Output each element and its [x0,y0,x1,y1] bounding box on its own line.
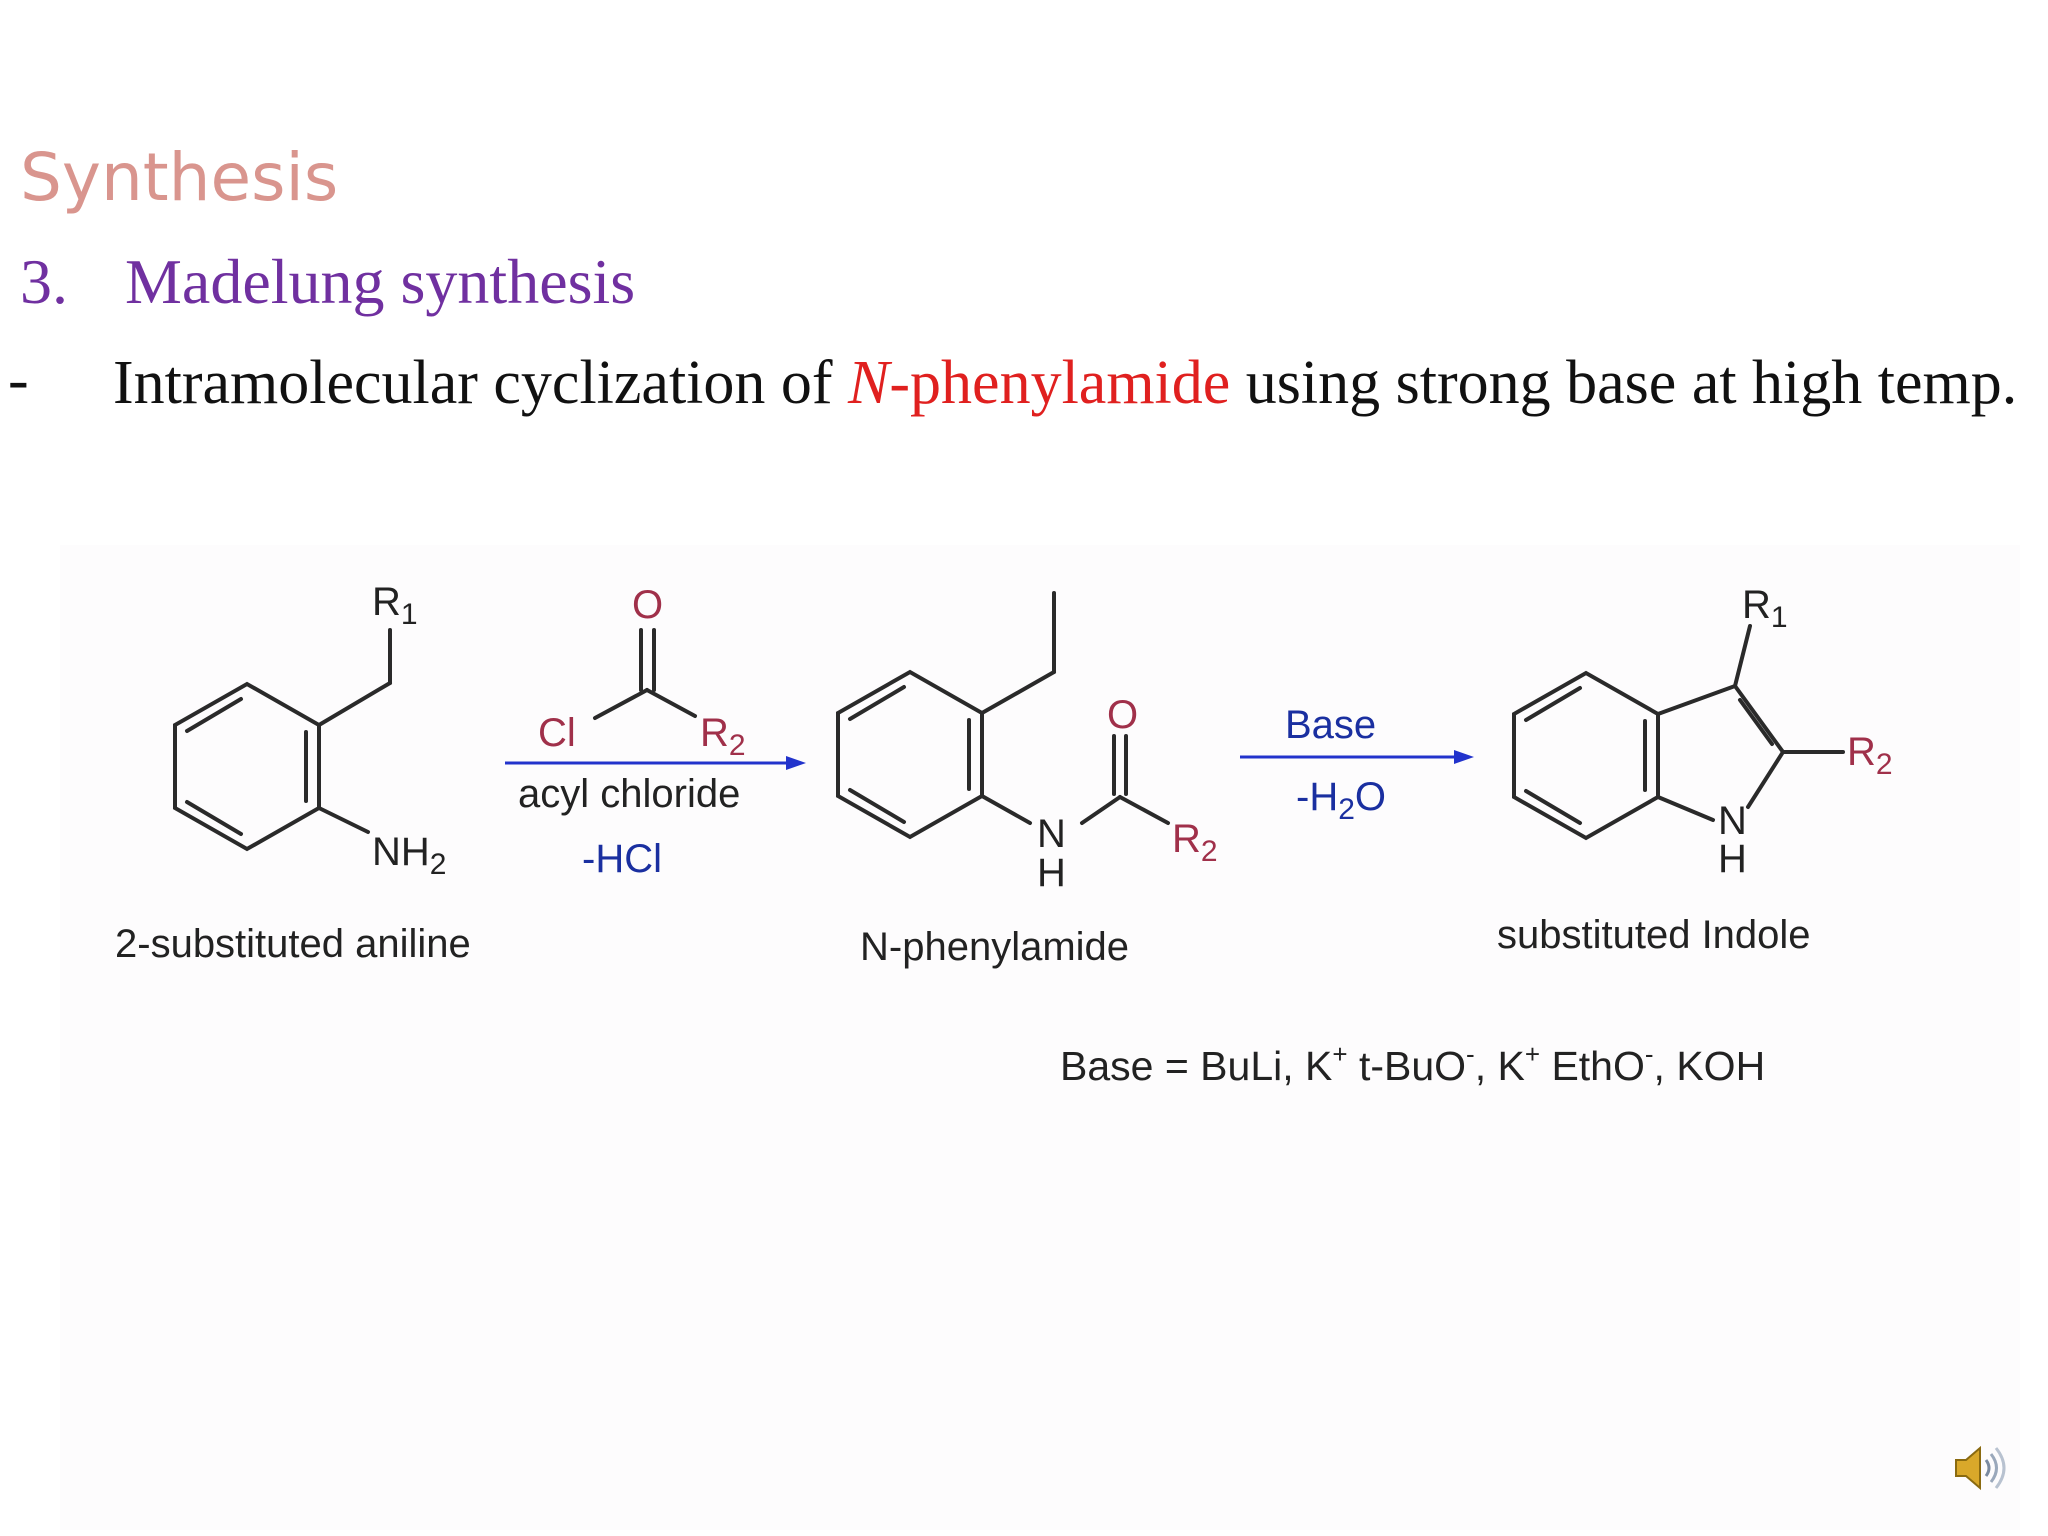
amide-molecule [836,591,1170,840]
acyl-chloride-name: acyl chloride [518,772,740,816]
amide-benzene-ring [836,669,984,840]
indole-molecule [1512,624,1845,841]
section-number: 3. [20,246,68,317]
indole-r1: R1 [1742,583,1788,634]
bullet-highlight-rest: -phenylamide [889,349,1231,417]
reactant-ch2-bond [317,681,392,727]
acyl-chloride-molecule [593,628,697,720]
indole-r1-bond [1733,624,1752,688]
indole-hydrogen: H [1718,837,1747,881]
indole-pyrrole-ring [1656,683,1786,809]
amide-hydrogen: H [1037,851,1066,895]
bullet-highlight: N-phenylamide [848,349,1230,417]
acyl-chloride-chlorine: Cl [538,711,576,755]
amide-oxygen: O [1107,693,1138,737]
base-note: Base = BuLi, K+ t-BuO-, K+ EthO-, KOH [1060,1039,1765,1089]
reactant-r1-label: R1 [372,580,418,631]
indole-benzene-ring [1512,670,1660,841]
section-title: Madelung synthesis [125,246,636,317]
product-name: substituted Indole [1497,913,1811,957]
indole-r2: R2 [1847,730,1893,781]
scheme-background [60,545,2020,1530]
reactant-molecule [173,628,392,852]
acyl-chloride-oxygen: O [632,583,663,627]
bullet-text-before: Intramolecular cyclization of [113,349,849,417]
bullet-text-after: using strong base at high temp. [1230,349,2018,417]
reactant-amine-label: NH2 [372,830,446,881]
reaction-arrow-2 [1240,750,1474,764]
amide-ch2-bond [980,670,1056,715]
acyl-chloride-r2: R2 [700,711,746,762]
slide-title: Synthesis [20,139,339,216]
amide-n-bond [980,794,1032,825]
indole-nitrogen: N [1718,799,1747,843]
amide-name: N-phenylamide [860,925,1129,969]
reaction-arrow-1 [505,756,806,770]
bullet-highlight-italic: N [848,349,890,417]
section-heading: 3.Madelung synthesis [20,250,635,314]
base-reagent-label: Base [1285,703,1376,747]
byproduct-water: -H2O [1296,775,1386,826]
reactant-name: 2-substituted aniline [115,922,471,966]
bullet-marker: - [8,346,29,414]
amide-r2: R2 [1172,817,1218,868]
reactant-amine-bond [317,806,370,834]
bullet-text: Intramolecular cyclization of N-phenylam… [113,342,2026,424]
reactant-benzene-ring [173,681,321,852]
amide-nitrogen: N [1037,812,1066,856]
byproduct-hcl: -HCl [582,837,662,881]
speaker-icon[interactable] [1950,1438,2010,1498]
